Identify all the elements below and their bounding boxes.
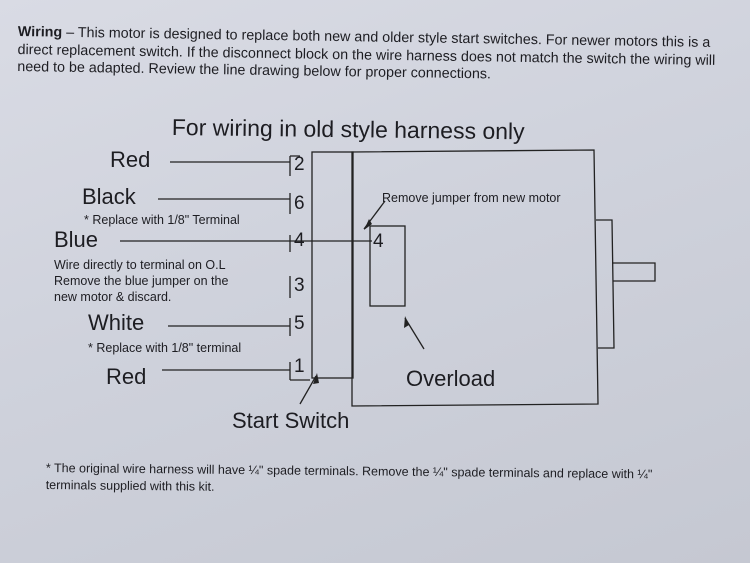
start-switch-pointer-arrowhead [313,373,319,384]
blue-note-line-1: Wire directly to terminal on O.L [54,258,226,272]
motor-housing [351,149,599,407]
terminal-number-3: 3 [294,275,305,296]
start-switch-pointer-line [299,375,317,405]
jumper-pointer-arrowhead [364,219,372,230]
wire-label-red-top: Red [110,147,151,172]
overload-pointer-arrowhead [404,316,409,328]
start-switch-block [311,151,354,379]
terminal-number-6: 6 [294,193,305,214]
terminal-bracket-2 [289,155,300,176]
terminal-number-5: 5 [294,313,305,334]
wire-label-red-bottom: Red [106,364,147,389]
white-wire-note: * Replace with 1/8" terminal [88,341,242,355]
terminal-number-1: 1 [294,356,305,377]
jumper-note: Remove jumper from new motor [382,191,561,205]
wire-label-blue: Blue [54,227,99,252]
overload-label: Overload [406,366,496,391]
blue-note-line-2: Remove the blue jumper on the [54,274,229,288]
overload-terminal-number: 4 [373,231,384,252]
motor-shaft-housing [596,219,615,349]
overload-block [369,225,406,307]
motor-shaft [612,262,656,282]
terminal-number-4: 4 [294,230,305,251]
start-switch-label: Start Switch [232,408,350,433]
blue-note-line-3: new motor & discard. [54,290,172,304]
terminal-number-2: 2 [294,154,305,175]
footer-note: * The original wire harness will have ¼"… [45,460,653,494]
black-wire-note: * Replace with 1/8" Terminal [84,213,240,227]
wire-label-white: White [88,310,145,335]
wire-label-black: Black [82,184,136,209]
terminal-bracket-1 [289,362,310,381]
blue-wire-note: Wire directly to terminal on O.L Remove … [54,257,228,305]
